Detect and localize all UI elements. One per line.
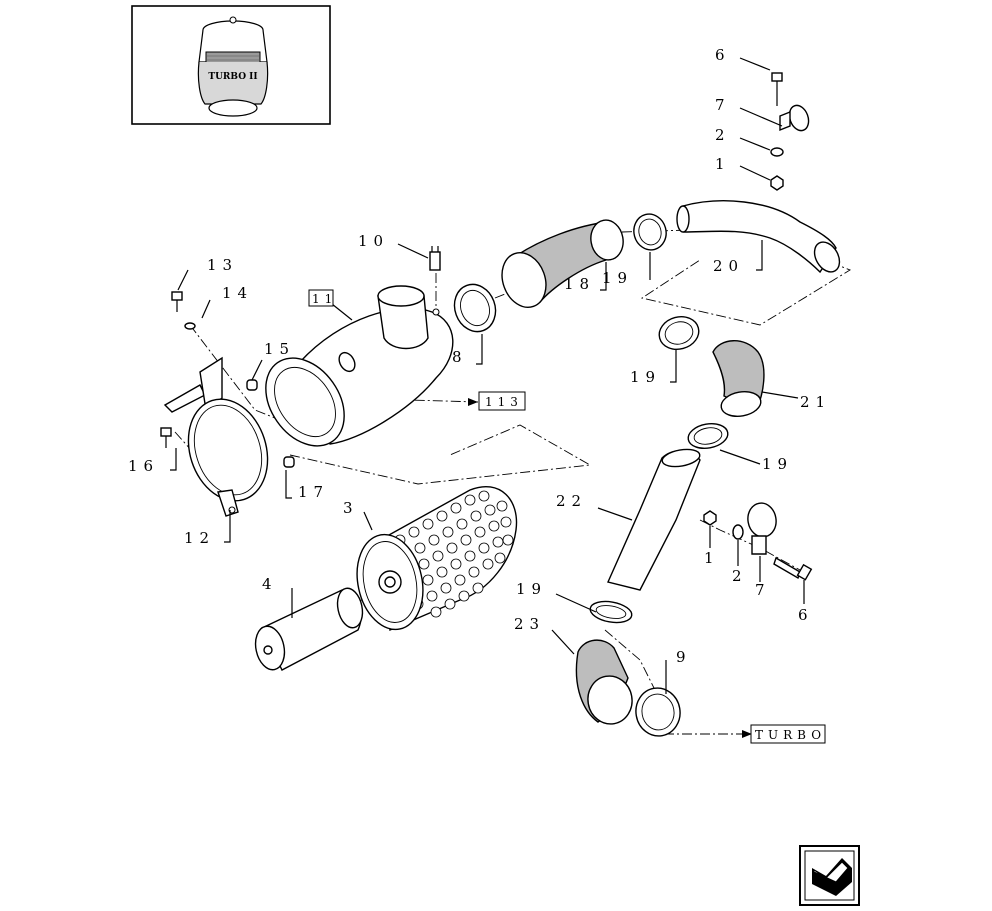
hose-20 [676, 200, 841, 274]
callout-15: 15 [264, 340, 295, 358]
callout-21: 21 [800, 393, 831, 411]
callout-19-d: 19 [516, 580, 547, 598]
hose-clamps [453, 213, 729, 737]
reference-113-text: 113 [485, 395, 523, 409]
callout-12: 12 [184, 529, 215, 547]
callout-6-top: 6 [715, 46, 731, 64]
inset-brand-text: TURBO II [208, 72, 257, 82]
main-filter-element [356, 485, 518, 632]
reference-113[interactable]: 113 [468, 391, 526, 411]
callout-18: 18 [564, 275, 595, 293]
callout-10: 10 [358, 232, 389, 250]
callout-17: 17 [298, 483, 329, 501]
callout-8: 8 [452, 348, 468, 366]
hose-22 [607, 448, 701, 591]
callout-16: 16 [128, 457, 159, 475]
callout-labels: 6 7 2 1 10 13 14 15 11 8 18 19 20 19 21 … [128, 46, 831, 666]
callout-11-text: 11 [312, 292, 337, 306]
callout-19-a: 19 [602, 269, 633, 287]
reference-turbo-text: TURBO [755, 728, 826, 742]
callout-19-c: 19 [762, 455, 793, 473]
callout-13: 13 [207, 256, 238, 274]
hardware-bolts [160, 72, 813, 581]
callout-4: 4 [262, 575, 278, 593]
callout-2-bottom: 2 [732, 567, 748, 585]
reference-turbo[interactable]: TURBO [742, 724, 826, 744]
air-cleaner-housing [265, 285, 454, 447]
callout-11: 11 [308, 289, 337, 307]
callout-19-b: 19 [630, 368, 661, 386]
leader-lines [170, 57, 805, 694]
callout-22: 22 [556, 492, 587, 510]
inset-thumbnail: TURBO II [131, 5, 331, 125]
callout-1-bottom: 1 [704, 549, 720, 567]
callout-7-top: 7 [715, 96, 731, 114]
arrow-next-icon[interactable] [799, 845, 860, 906]
callout-20: 20 [713, 257, 744, 275]
callout-6-bottom: 6 [798, 606, 814, 624]
callout-1-top: 1 [715, 155, 731, 173]
callout-2-top: 2 [715, 126, 731, 144]
safety-filter-element [254, 587, 364, 671]
callout-9: 9 [676, 648, 692, 666]
hose-18 [501, 219, 624, 308]
callout-14: 14 [222, 284, 253, 302]
callout-3: 3 [343, 499, 359, 517]
callout-23: 23 [514, 615, 545, 633]
hose-23 [575, 639, 633, 725]
mounting-bracket [163, 356, 269, 517]
callout-7-bottom: 7 [755, 581, 771, 599]
hose-21 [712, 340, 765, 418]
